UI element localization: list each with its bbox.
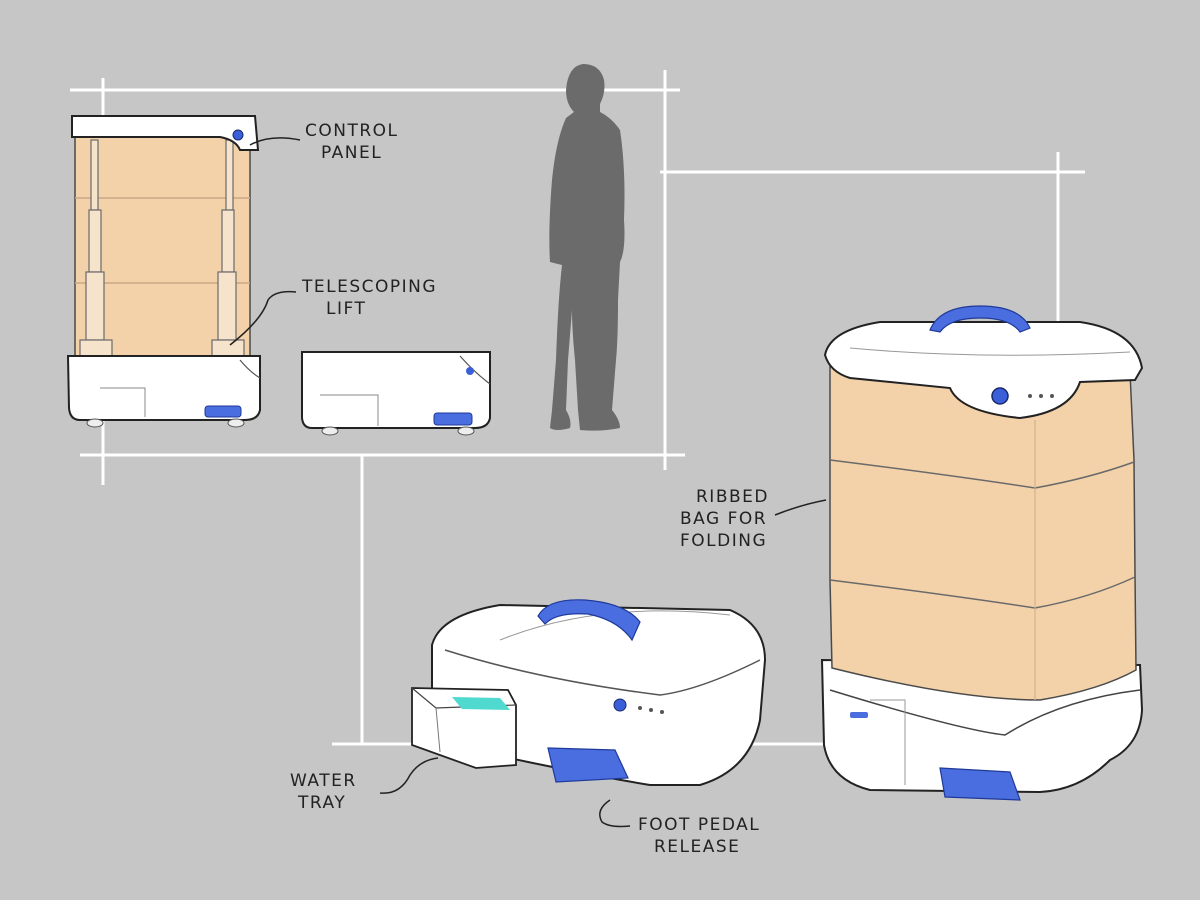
annotation-line: Release: [638, 836, 760, 858]
collapsed-unit-perspective: [412, 600, 765, 785]
control-panel-button: [233, 130, 243, 140]
annotation-line: Telescoping: [302, 276, 437, 298]
human-scale-silhouette: [549, 64, 624, 431]
annotation-line: Water: [290, 770, 357, 792]
foot-pedal: [548, 748, 628, 782]
annotation-line: Lift: [302, 298, 437, 320]
foot-pedal: [434, 413, 472, 425]
expanded-unit-front-view: [68, 116, 260, 427]
annotation-telescoping-lift: Telescoping Lift: [302, 276, 437, 320]
annotation-line: Panel: [305, 142, 399, 164]
annotation-ribbed-bag: Ribbed Bag for Folding: [672, 486, 769, 552]
control-panel-button: [992, 388, 1008, 404]
collapsed-unit-front-view: [302, 352, 490, 435]
expanded-unit-perspective: [822, 306, 1142, 800]
annotation-line: Control: [305, 120, 399, 142]
annotation-line: Ribbed: [672, 486, 769, 508]
annotation-foot-pedal: Foot Pedal Release: [638, 814, 760, 858]
foot-pedal: [205, 406, 241, 417]
annotation-line: Foot Pedal: [638, 814, 760, 836]
folding-bag: [830, 362, 1136, 700]
foot-pedal: [940, 768, 1020, 800]
annotation-line: Bag for: [672, 508, 769, 530]
annotation-line: Tray: [290, 792, 357, 814]
annotation-line: Folding: [672, 530, 769, 552]
annotation-control-panel: Control Panel: [305, 120, 399, 164]
annotation-water-tray: Water Tray: [290, 770, 357, 814]
